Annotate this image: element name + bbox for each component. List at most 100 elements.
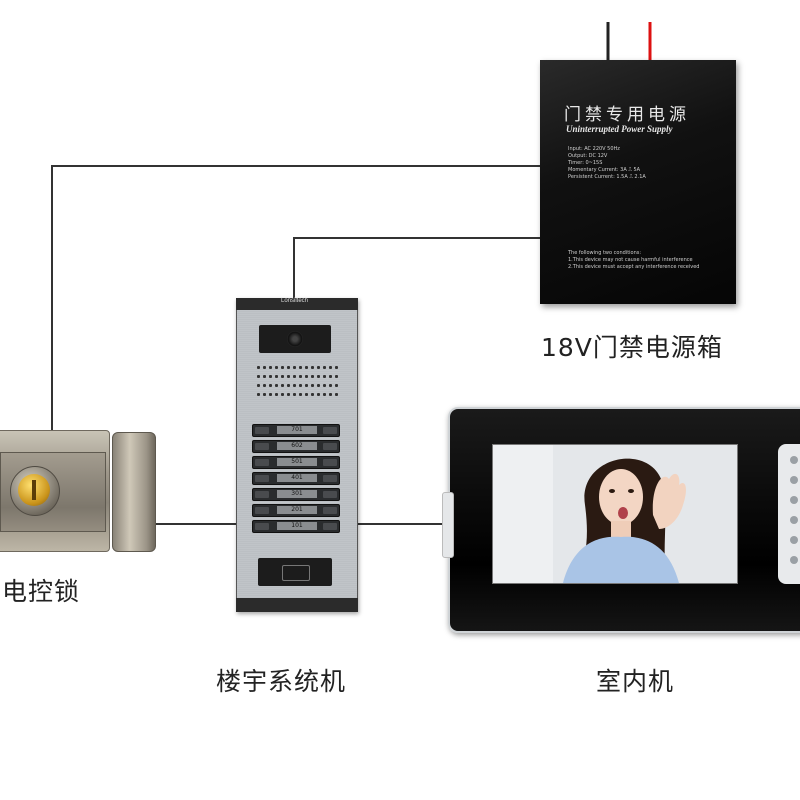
key-right-button[interactable] <box>323 523 337 530</box>
grille-hole <box>257 366 260 369</box>
label-lock: 电控锁 <box>2 577 81 606</box>
grille-hole <box>311 375 314 378</box>
key-left-button[interactable] <box>255 443 269 450</box>
key-left-button[interactable] <box>255 491 269 498</box>
grille-hole <box>335 384 338 387</box>
grille-hole <box>293 375 296 378</box>
unit-top-cap <box>236 298 358 310</box>
psu-specs: Input: AC 220V 50Hz Output: DC 12V Timer… <box>568 146 646 181</box>
grille-hole <box>263 375 266 378</box>
psu-notes: The following two conditions: 1.This dev… <box>568 250 699 271</box>
key-room-label: 201 <box>277 506 317 514</box>
grille-hole <box>311 366 314 369</box>
call-key[interactable]: 701 <box>252 424 340 437</box>
key-left-button[interactable] <box>255 475 269 482</box>
call-key[interactable]: 201 <box>252 504 340 517</box>
psu-title-cn: 门禁专用电源 <box>564 105 690 125</box>
grille-hole <box>287 384 290 387</box>
rfid-card-icon <box>282 565 310 581</box>
grille-hole <box>281 384 284 387</box>
power-supply-box: 门禁专用电源 Uninterrupted Power Supply Input:… <box>540 60 736 304</box>
call-key[interactable]: 401 <box>252 472 340 485</box>
key-room-label: 301 <box>277 490 317 498</box>
call-key[interactable]: 101 <box>252 520 340 533</box>
grille-hole <box>317 393 320 396</box>
key-left-button[interactable] <box>255 427 269 434</box>
key-right-button[interactable] <box>323 475 337 482</box>
grille-hole <box>329 375 332 378</box>
psu-spec-line: Output: DC 12V <box>568 153 608 159</box>
monitor-button-icon <box>790 516 798 524</box>
grille-hole <box>299 384 302 387</box>
monitor-button-icon <box>790 476 798 484</box>
screen-person-image <box>493 445 737 583</box>
grille-hole <box>305 384 308 387</box>
grille-hole <box>275 375 278 378</box>
lock-latch-bolt <box>112 432 156 552</box>
grille-hole <box>269 384 272 387</box>
grille-hole <box>311 384 314 387</box>
grille-hole <box>305 375 308 378</box>
psu-spec-line: Input: AC 220V 50Hz <box>568 146 620 152</box>
grille-hole <box>323 393 326 396</box>
grille-hole <box>323 375 326 378</box>
grille-hole <box>329 384 332 387</box>
monitor-button-icon <box>790 556 798 564</box>
psu-spec-line: Timer: 0~15S <box>568 160 603 166</box>
keyhole-icon <box>32 480 36 500</box>
call-key[interactable]: 602 <box>252 440 340 453</box>
grille-hole <box>293 393 296 396</box>
key-right-button[interactable] <box>323 443 337 450</box>
grille-hole <box>299 366 302 369</box>
camera-lens-icon <box>287 331 303 347</box>
key-room-label: 101 <box>277 522 317 530</box>
monitor-button-panel <box>778 444 800 584</box>
key-room-label: 602 <box>277 442 317 450</box>
key-left-button[interactable] <box>255 507 269 514</box>
grille-hole <box>269 366 272 369</box>
wire-psu-to-lock <box>51 165 540 432</box>
grille-hole <box>263 384 266 387</box>
key-room-label: 701 <box>277 426 317 434</box>
label-indoor-unit: 室内机 <box>596 667 675 696</box>
key-right-button[interactable] <box>323 507 337 514</box>
call-key[interactable]: 301 <box>252 488 340 501</box>
psu-note-line: The following two conditions: <box>568 250 642 256</box>
grille-hole <box>323 384 326 387</box>
grille-hole <box>305 393 308 396</box>
grille-hole <box>257 375 260 378</box>
key-left-button[interactable] <box>255 459 269 466</box>
monitor-button-icon <box>790 536 798 544</box>
key-room-label: 401 <box>277 474 317 482</box>
call-key[interactable]: 501 <box>252 456 340 469</box>
key-right-button[interactable] <box>323 427 337 434</box>
grille-hole <box>287 393 290 396</box>
grille-hole <box>287 375 290 378</box>
grille-hole <box>317 384 320 387</box>
grille-hole <box>293 384 296 387</box>
monitor-screen <box>492 444 738 584</box>
grille-hole <box>335 393 338 396</box>
wire-psu-to-unit <box>293 237 540 298</box>
monitor-button-icon <box>790 456 798 464</box>
key-left-button[interactable] <box>255 523 269 530</box>
grille-hole <box>281 375 284 378</box>
grille-hole <box>269 393 272 396</box>
grille-hole <box>257 393 260 396</box>
grille-hole <box>323 366 326 369</box>
grille-hole <box>287 366 290 369</box>
grille-hole <box>317 375 320 378</box>
key-right-button[interactable] <box>323 459 337 466</box>
psu-spec-line: Persistent Current: 1.5A ⎍ 2.1A <box>568 174 646 180</box>
grille-hole <box>335 366 338 369</box>
grille-hole <box>293 366 296 369</box>
grille-hole <box>311 393 314 396</box>
psu-note-line: 2.This device must accept any interferen… <box>568 264 700 270</box>
label-building-unit: 楼宇系统机 <box>216 667 347 696</box>
grille-hole <box>275 366 278 369</box>
grille-hole <box>305 366 308 369</box>
unit-bottom-cap <box>236 598 358 612</box>
key-right-button[interactable] <box>323 491 337 498</box>
